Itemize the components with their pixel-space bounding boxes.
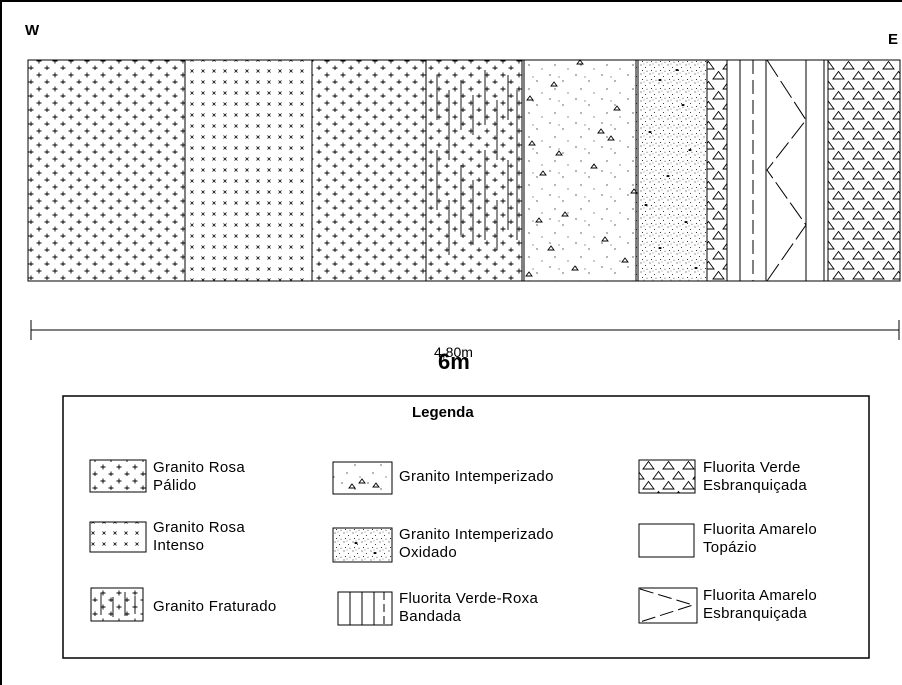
legend-label-granito-fraturado: Granito Fraturado (153, 598, 277, 615)
unit-granito-rosa-palido-1 (28, 60, 185, 281)
unit-granito-intemperizado (522, 59, 638, 281)
legend-label-granito-intemperizado: Granito Intemperizado (399, 468, 554, 485)
legend-box (62, 395, 870, 659)
east-label: E (888, 31, 899, 48)
legend-swatch-fluorita-verde-esbranquicada (638, 459, 696, 494)
unit-fluorita-verde-esbranquicada-1 (707, 60, 727, 281)
legend-swatch-granito-rosa-intenso (89, 521, 147, 553)
legend-title: Legenda (412, 404, 474, 421)
unit-fluorita-verde-roxa-bandada-1 (739, 60, 754, 281)
legend-swatch-granito-intemperizado (332, 461, 393, 495)
scale-label-small: 4,80m (434, 344, 473, 360)
legend-swatch-fluorita-amarelo-esbranquicada (638, 587, 698, 624)
legend-swatch-granito-rosa-palido (89, 459, 147, 493)
west-label: W (25, 22, 40, 39)
legend-swatch-granito-intemperizado-oxidado (332, 527, 393, 563)
unit-granito-intemperizado-oxidado (636, 60, 707, 281)
unit-fluorita-amarelo-esbranquicada (766, 59, 807, 282)
unit-granito-rosa-palido-2 (312, 60, 426, 281)
legend-swatch-fluorita-verde-roxa-bandada (337, 591, 393, 626)
column-boundaries (27, 59, 901, 282)
scale-label-large: 6m (438, 349, 470, 374)
unit-granito-rosa-intenso (185, 60, 312, 281)
unit-fluorita-verde-esbranquicada-2 (828, 60, 900, 281)
legend-swatch-granito-fraturado (90, 587, 144, 622)
legend-swatch-fluorita-amarelo-topazio (638, 523, 695, 558)
unit-granito-fraturado (426, 60, 522, 281)
scale-bar (30, 320, 900, 340)
